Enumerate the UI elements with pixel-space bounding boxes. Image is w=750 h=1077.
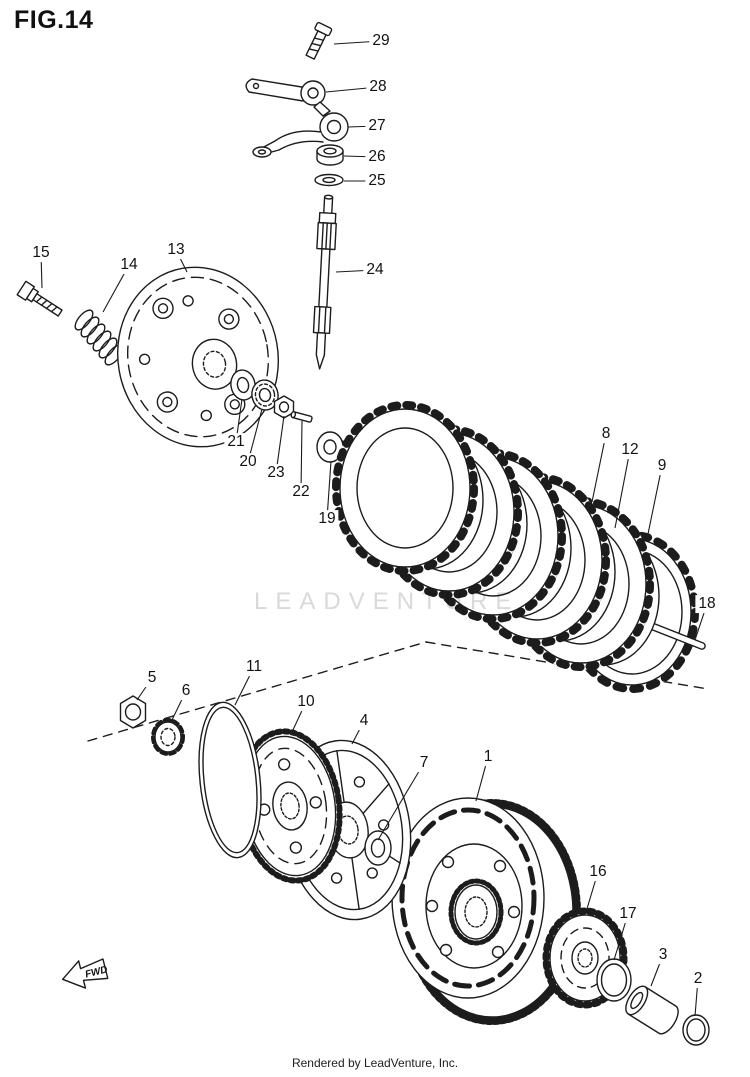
callout-18[interactable]: 18 xyxy=(695,595,719,613)
part-25-washer xyxy=(314,173,344,187)
callout-24[interactable]: 24 xyxy=(363,261,387,279)
callout-10[interactable]: 10 xyxy=(294,693,318,711)
callout-14[interactable]: 14 xyxy=(117,256,141,274)
part-15-bolt xyxy=(16,280,63,317)
callout-17[interactable]: 17 xyxy=(616,905,640,923)
callout-7[interactable]: 7 xyxy=(416,754,432,772)
part-3-spacer xyxy=(625,985,679,1035)
part-28-release-arm xyxy=(245,78,331,117)
fwd-arrow: FWD xyxy=(61,958,109,989)
fwd-label: FWD xyxy=(84,964,109,980)
part-22-pin xyxy=(290,411,313,423)
part-20-washer xyxy=(251,379,279,411)
callout-6[interactable]: 6 xyxy=(178,682,194,700)
callout-23[interactable]: 23 xyxy=(264,464,288,482)
callout-15[interactable]: 15 xyxy=(29,244,53,262)
callout-11[interactable]: 11 xyxy=(242,658,266,676)
callout-22[interactable]: 22 xyxy=(289,483,313,501)
callout-20[interactable]: 20 xyxy=(236,453,260,471)
part-24-pushrod xyxy=(312,194,337,370)
footer-credit: Rendered by LeadVenture, Inc. xyxy=(291,1056,459,1070)
callout-5[interactable]: 5 xyxy=(144,669,160,687)
part-21-washer xyxy=(230,369,256,401)
callout-25[interactable]: 25 xyxy=(365,172,389,190)
callout-26[interactable]: 26 xyxy=(365,148,389,166)
assembly-axis-line xyxy=(87,641,709,742)
part-6-lock-washer xyxy=(151,718,185,756)
callout-1[interactable]: 1 xyxy=(480,748,496,766)
callout-21[interactable]: 21 xyxy=(224,433,248,451)
part-23-nut xyxy=(273,395,295,419)
callout-4[interactable]: 4 xyxy=(356,712,372,730)
callout-19[interactable]: 19 xyxy=(315,510,339,528)
callout-16[interactable]: 16 xyxy=(586,863,610,881)
callout-29[interactable]: 29 xyxy=(369,32,393,50)
part-17-ring xyxy=(596,958,632,1002)
callout-9[interactable]: 9 xyxy=(654,457,670,475)
part-5-hex-nut xyxy=(119,695,147,729)
figure-title: FIG.14 xyxy=(14,6,94,34)
part-10-clutch-hub xyxy=(237,728,343,884)
part-26-bearing xyxy=(316,144,344,166)
callout-13[interactable]: 13 xyxy=(164,241,188,259)
part-27-release-cam xyxy=(252,112,349,158)
part-1-clutch-housing xyxy=(391,797,581,1025)
part-8-friction-plate xyxy=(332,401,478,575)
callout-3[interactable]: 3 xyxy=(655,946,671,964)
part-11-ring xyxy=(198,701,262,859)
callout-2[interactable]: 2 xyxy=(690,970,706,988)
callout-28[interactable]: 28 xyxy=(366,78,390,96)
watermark: LEADVENTURE xyxy=(254,588,520,615)
part-29-bolt xyxy=(305,21,333,60)
callout-27[interactable]: 27 xyxy=(365,117,389,135)
clutch-plate-stack xyxy=(332,401,706,693)
callout-12[interactable]: 12 xyxy=(618,441,642,459)
callout-8[interactable]: 8 xyxy=(598,425,614,443)
